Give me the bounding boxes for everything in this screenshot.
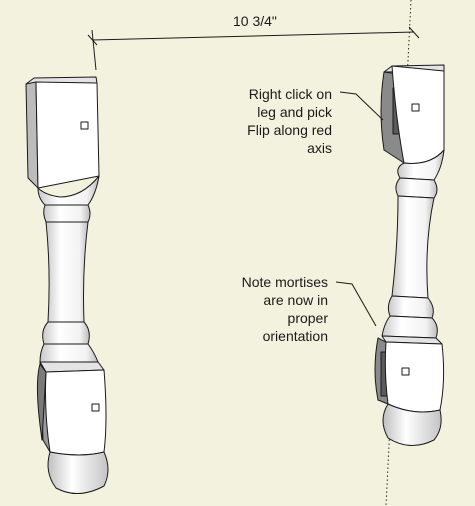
flip-note-annotation: Right click on leg and pick Flip along r… (247, 86, 332, 156)
dimension-line (87, 26, 420, 71)
flip-note-leader (339, 91, 384, 121)
dimension-label: 10 3/4" (233, 13, 277, 29)
mortise-note-annotation: Note mortises are now in proper orientat… (241, 274, 328, 344)
right-leg (374, 64, 445, 446)
left-leg (25, 76, 109, 494)
mortise-note-leader (335, 281, 377, 327)
